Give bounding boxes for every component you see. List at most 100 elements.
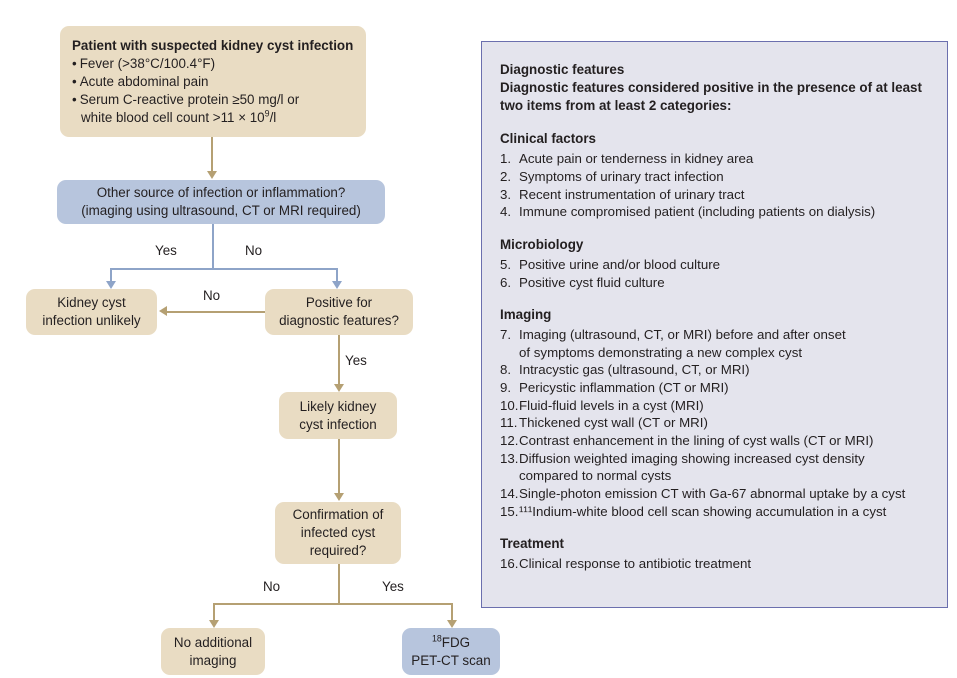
panel-heading: Diagnostic features xyxy=(500,62,625,77)
node-other-source-line2: (imaging using ultrasound, CT or MRI req… xyxy=(81,203,361,218)
panel-list-item: 16.Clinical response to antibiotic treat… xyxy=(500,555,933,573)
node-confirmation-required: Confirmation of infected cyst required? xyxy=(275,502,401,564)
node-suspected-infection: Patient with suspected kidney cyst infec… xyxy=(60,26,366,137)
panel-list-item: 3. Recent instrumentation of urinary trac… xyxy=(500,186,933,204)
node-no-additional-imaging: No additional imaging xyxy=(161,628,265,675)
panel-list-item-continuation: compared to normal cysts xyxy=(519,468,672,484)
panel-list-item: 7.Imaging (ultrasound, CT, or MRI) befor… xyxy=(500,326,933,344)
panel-intro-line1: Diagnostic features considered positive … xyxy=(500,79,922,95)
connector-other-source-split xyxy=(110,268,337,270)
panel-category-heading: Clinical factors xyxy=(500,131,596,147)
panel-list-item-number: 1. xyxy=(500,151,512,167)
node-kidney-cyst-unlikely: Kidney cyst infection unlikely xyxy=(26,289,157,335)
panel-list-item: 5. Positive urine and/or blood culture xyxy=(500,256,933,274)
node-suspected-bullet-3-cont: white blood cell count >11 × 109/l xyxy=(81,108,277,125)
node-confirmation-line3: required? xyxy=(309,542,367,558)
panel-list-item-number: 15. xyxy=(500,503,519,519)
panel-list-item-number: 7. xyxy=(500,327,512,342)
panel-list-item-text: Immune compromised patient (including pa… xyxy=(519,204,876,220)
node-confirmation-line2: infected cyst xyxy=(300,525,376,541)
panel-list-item-text: Diffusion weighted imaging showing incre… xyxy=(519,450,865,466)
panel-list-item-number: 10. xyxy=(500,397,519,413)
panel-list-item-text: Symptoms of urinary tract infection xyxy=(519,168,724,184)
connector-confirmation-no-drop xyxy=(213,603,215,621)
panel-list-item-number: 3. xyxy=(500,186,512,202)
arrow-confirmation-no xyxy=(208,620,219,628)
panel-list-item-text: Positive urine and/or blood culture xyxy=(519,256,721,272)
panel-list-item-text: Clinical response to antibiotic treatmen… xyxy=(519,556,752,572)
node-fdg-pet-ct-scan: 18FDG PET-CT scan xyxy=(402,628,500,675)
node-pet-ct-line1: 18FDG xyxy=(431,633,471,650)
connector-features-to-likely xyxy=(338,335,340,385)
connector-other-source-stem xyxy=(212,224,214,269)
connector-other-source-no-drop xyxy=(336,268,338,284)
panel-list-item-number: 12. xyxy=(500,433,519,449)
node-likely-line2: cyst infection xyxy=(299,416,377,432)
node-confirmation-line1: Confirmation of xyxy=(292,507,384,523)
panel-list-item-text: Pericystic inflammation (CT or MRI) xyxy=(519,380,729,396)
node-positive-features-line1: Positive for xyxy=(305,295,373,311)
connector-confirmation-stem xyxy=(338,564,340,604)
node-suspected-title: Patient with suspected kidney cyst infec… xyxy=(72,37,354,53)
node-pet-ct-superscript: 18 xyxy=(431,633,442,644)
panel-list-item: 2.Symptoms of urinary tract infection xyxy=(500,168,933,186)
panel-list-item-number: 4. xyxy=(500,204,512,220)
panel-list-item-text: Contrast enhancement in the lining of cy… xyxy=(519,433,874,449)
panel-list-item-number: 11. xyxy=(500,415,518,431)
arrow-likely-to-confirmation xyxy=(333,493,344,501)
panel-list-item-number: 13. xyxy=(500,450,519,466)
panel-list-item-text: Thickened cyst wall (CT or MRI) xyxy=(519,415,708,431)
node-unlikely-line1: Kidney cyst xyxy=(57,295,126,311)
panel-list-item: 4. Immune compromised patient (including … xyxy=(500,203,933,221)
panel-list-item-text: Recent instrumentation of urinary tract xyxy=(519,186,745,202)
arrow-confirmation-yes xyxy=(446,620,457,628)
node-positive-for-diagnostic-features: Positive for diagnostic features? xyxy=(265,289,413,335)
panel-list-item-text: Single-photon emission CT with Ga-67 abn… xyxy=(519,486,906,502)
node-no-imaging-line2: imaging xyxy=(189,652,237,668)
arrow-suspected-to-other xyxy=(206,171,217,179)
connector-other-source-yes-drop xyxy=(110,268,112,284)
panel-category-heading: Treatment xyxy=(500,536,564,552)
node-other-source-question: Other source of infection or inflammatio… xyxy=(57,180,385,224)
panel-category: Microbiology 5. Positive urine and/or bloo… xyxy=(500,236,933,291)
panel-category-heading: Imaging xyxy=(500,307,552,323)
panel-list-item: 11.Thickened cyst wall (CT or MRI) xyxy=(500,414,933,432)
diagnostic-features-panel: Diagnostic features Diagnostic features … xyxy=(481,41,948,608)
panel-list-item: 12.Contrast enhancement in the lining of… xyxy=(500,432,933,450)
panel-list-item-number: 8. xyxy=(500,362,512,378)
panel-list-item-text: Acute pain or tenderness in kidney area xyxy=(519,151,754,167)
panel-list-item-text: ¹¹¹Indium-white blood cell scan showing … xyxy=(519,503,887,519)
edge-label-other-no: No xyxy=(245,243,263,258)
edge-label-features-no: No xyxy=(203,288,221,303)
panel-list-item-number: 14. xyxy=(500,486,519,502)
node-other-source-line1: Other source of infection or inflammatio… xyxy=(96,185,346,201)
panel-intro: Diagnostic features considered positive … xyxy=(500,79,933,115)
connector-likely-to-confirmation xyxy=(338,439,340,494)
panel-list-item-number: 16. xyxy=(500,556,519,572)
arrow-other-source-yes xyxy=(105,281,116,289)
panel-list-item-text: Fluid-fluid levels in a cyst (MRI) xyxy=(519,397,704,413)
node-suspected-bullet-2: •Acute abdominal pain xyxy=(72,74,209,90)
panel-category-heading: Microbiology xyxy=(500,237,584,252)
panel-category: Imaging 7.Imaging (ultrasound, CT, or MRI… xyxy=(500,306,933,520)
panel-list-item-number: 9. xyxy=(500,380,512,396)
connector-confirmation-yes-drop xyxy=(451,603,453,621)
panel-list-item: 8. Intracystic gas (ultrasound, CT, or MR… xyxy=(500,361,933,379)
panel-list-item-continuation: of symptoms demonstrating a new complex … xyxy=(519,344,803,360)
panel-list-item-text: Intracystic gas (ultrasound, CT, or MRI) xyxy=(519,362,750,378)
edge-label-features-yes: Yes xyxy=(345,353,367,368)
connector-suspected-to-other xyxy=(211,137,213,173)
panel-list-item: 9. Pericystic inflammation (CT or MRI) xyxy=(500,379,933,397)
connector-features-to-unlikely xyxy=(167,311,265,313)
arrow-features-to-likely xyxy=(333,384,344,392)
node-pet-ct-line2: PET-CT scan xyxy=(411,652,491,668)
edge-label-confirm-yes: Yes xyxy=(382,579,404,594)
panel-list-item: 14.Single-photon emission CT with Ga-67 … xyxy=(500,485,933,503)
panel-category-list: Clinical factors 1. Acute pain or tenderne… xyxy=(500,130,933,572)
node-unlikely-line2: infection unlikely xyxy=(42,313,141,328)
panel-list-item-number: 5. xyxy=(500,256,512,272)
node-positive-features-line2: diagnostic features? xyxy=(279,313,399,328)
node-likely-kidney-cyst-infection: Likely kidney cyst infection xyxy=(279,392,397,439)
node-no-imaging-line1: No additional xyxy=(173,634,253,650)
panel-list-item-text: Positive cyst fluid culture xyxy=(519,274,665,290)
